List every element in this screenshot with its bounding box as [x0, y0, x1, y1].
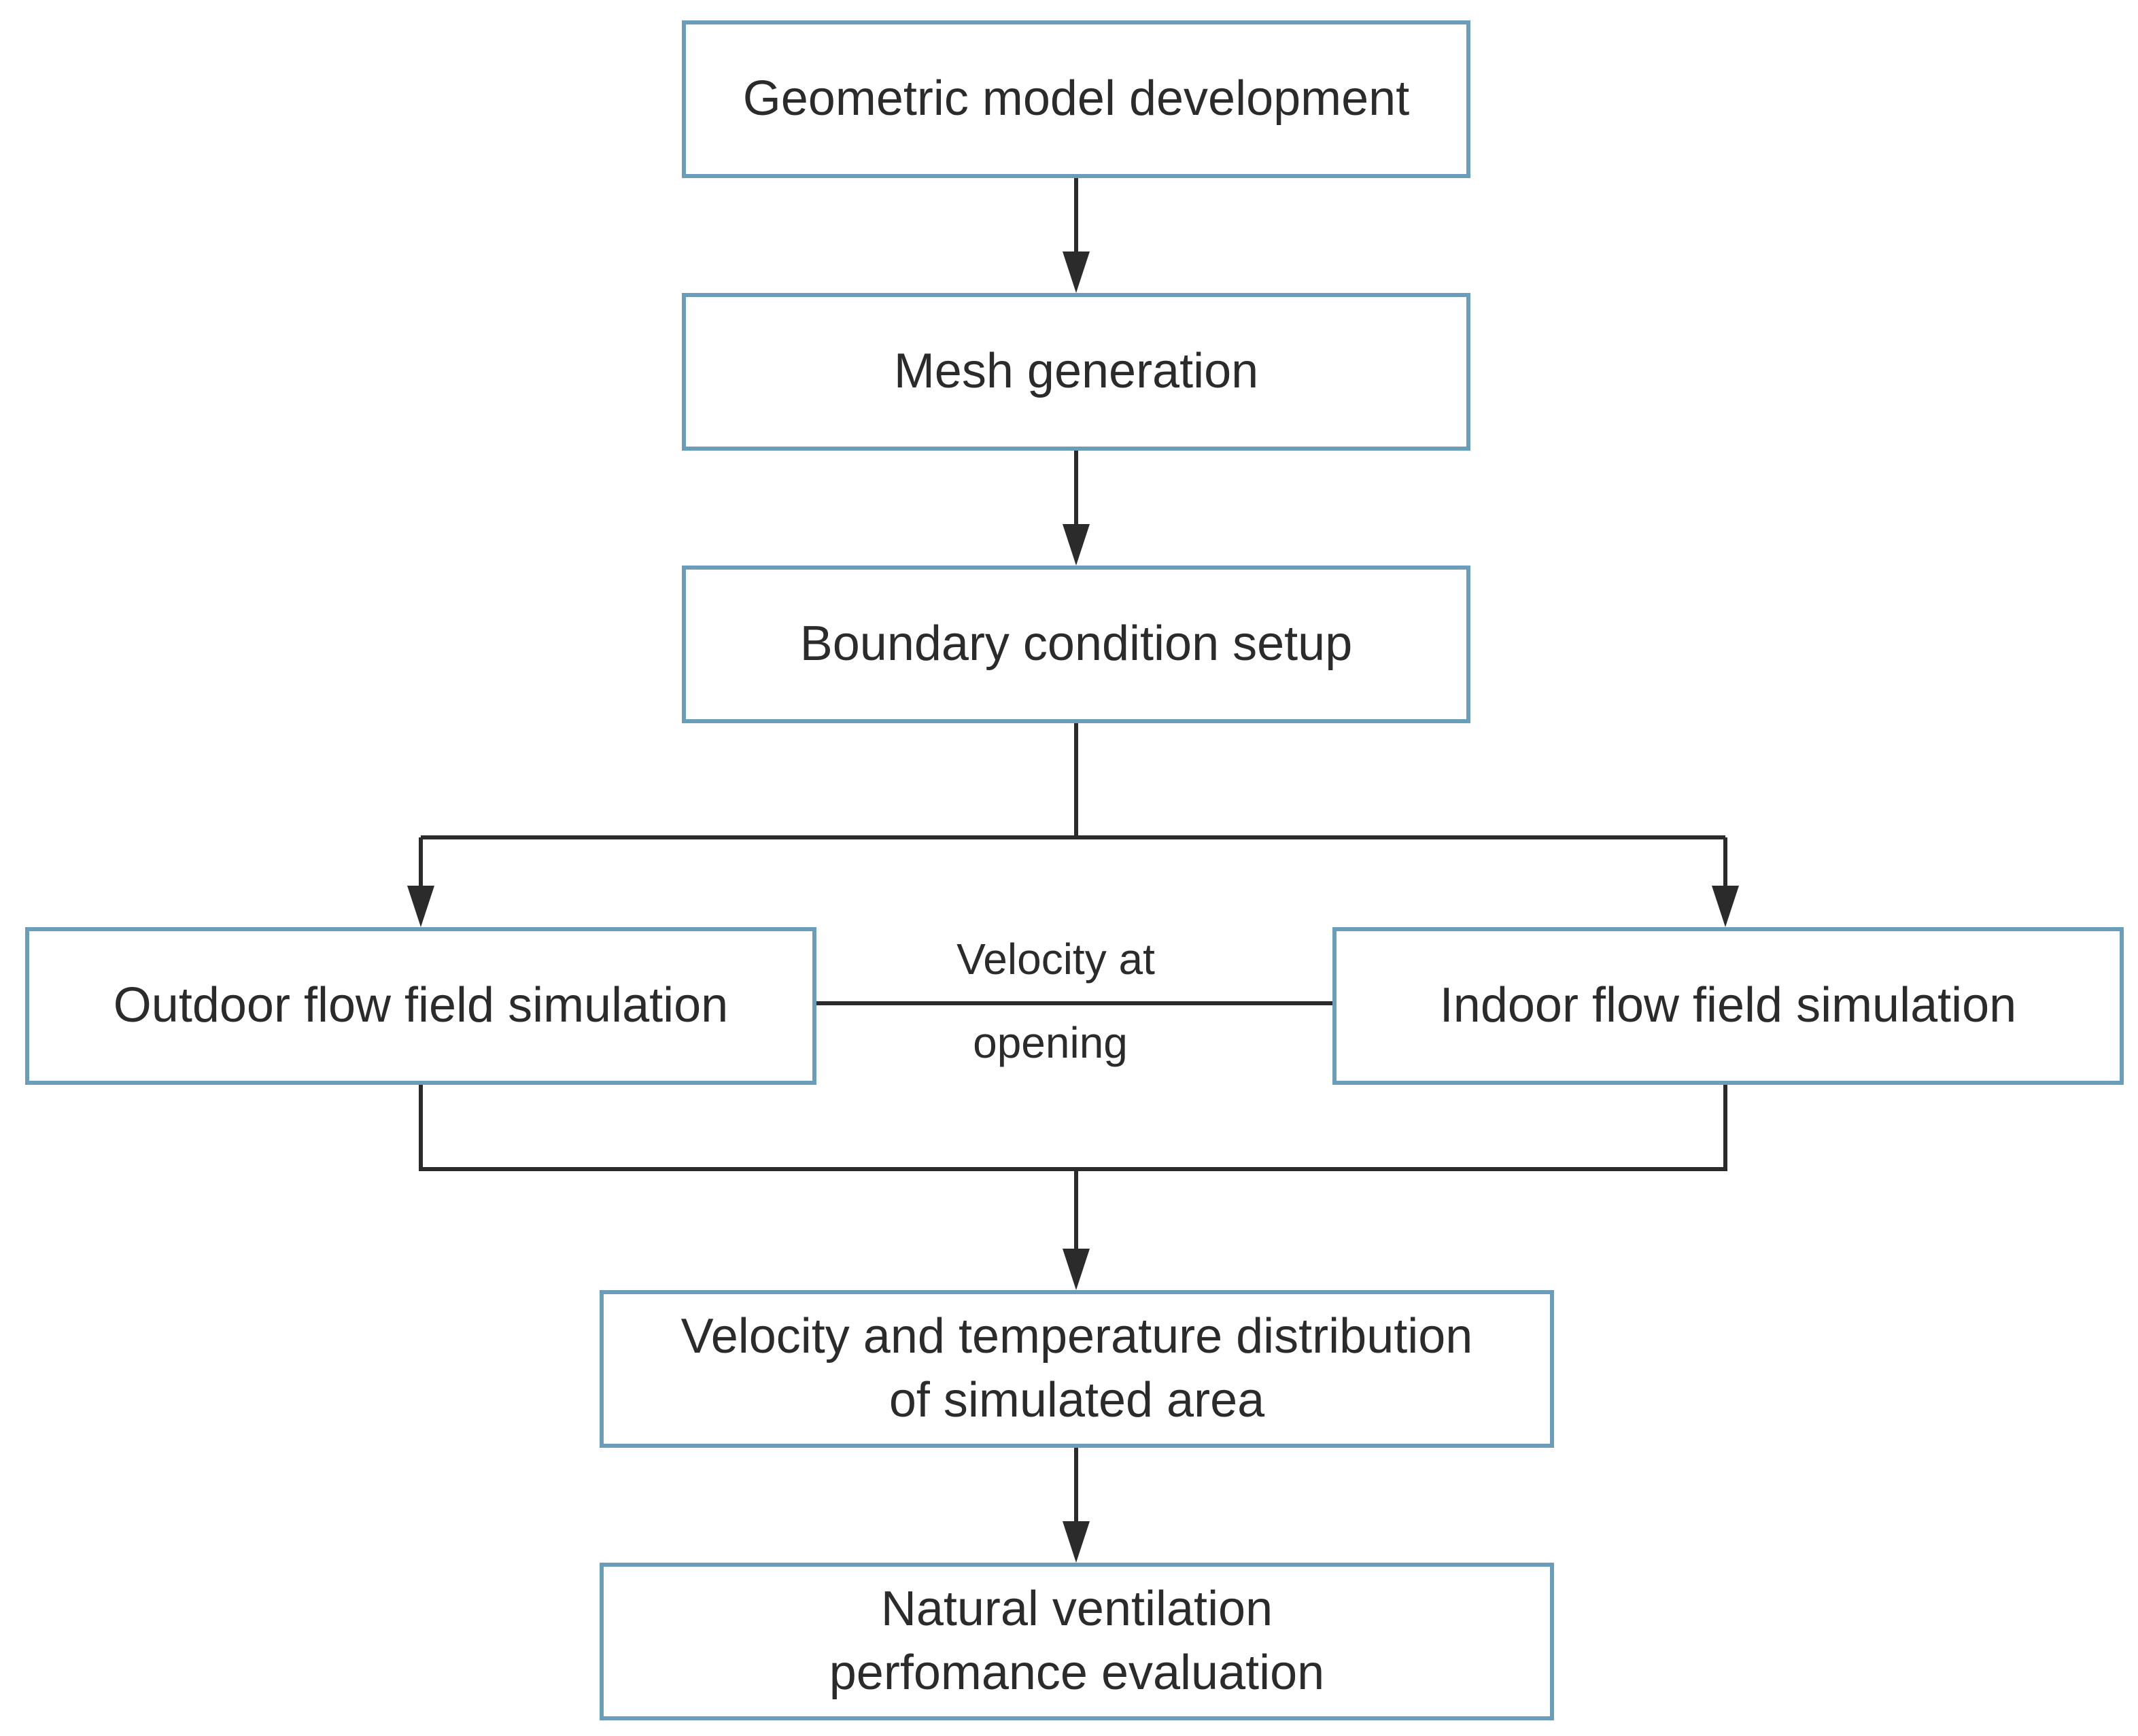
arrowhead-outdoor [407, 886, 434, 927]
arrowhead-evaluation [1063, 1521, 1090, 1563]
node-label: Geometric model development [742, 71, 1410, 126]
node-geometric-model-development: Geometric model development [682, 20, 1470, 178]
arrowhead-boundary [1063, 524, 1090, 566]
node-label: Boundary condition setup [799, 617, 1353, 672]
node-label: Outdoor flow field simulation [113, 978, 729, 1033]
node-velocity-temperature-distribution: Velocity and temperature distribution of… [600, 1290, 1554, 1448]
connector-outdoor-merge [419, 1085, 1727, 1171]
node-natural-ventilation-evaluation: Natural ventilation perfomance evaluatio… [600, 1563, 1554, 1720]
arrowhead-mesh [1063, 251, 1090, 293]
arrowhead-distribution [1063, 1249, 1090, 1290]
node-indoor-flow-field-simulation: Indoor flow field simulation [1332, 927, 2124, 1085]
node-label: Natural ventilation perfomance evaluatio… [829, 1582, 1325, 1700]
node-outdoor-flow-field-simulation: Outdoor flow field simulation [25, 927, 816, 1085]
node-label: Mesh generation [893, 344, 1259, 399]
edge-label-velocity-at: Velocity at [906, 937, 1205, 981]
node-mesh-generation: Mesh generation [682, 293, 1470, 451]
arrowhead-indoor [1712, 886, 1739, 927]
edge-label-opening: opening [901, 1021, 1200, 1064]
node-label: Velocity and temperature distribution of… [680, 1309, 1473, 1427]
node-boundary-condition-setup: Boundary condition setup [682, 566, 1470, 723]
node-label: Indoor flow field simulation [1439, 978, 2017, 1033]
